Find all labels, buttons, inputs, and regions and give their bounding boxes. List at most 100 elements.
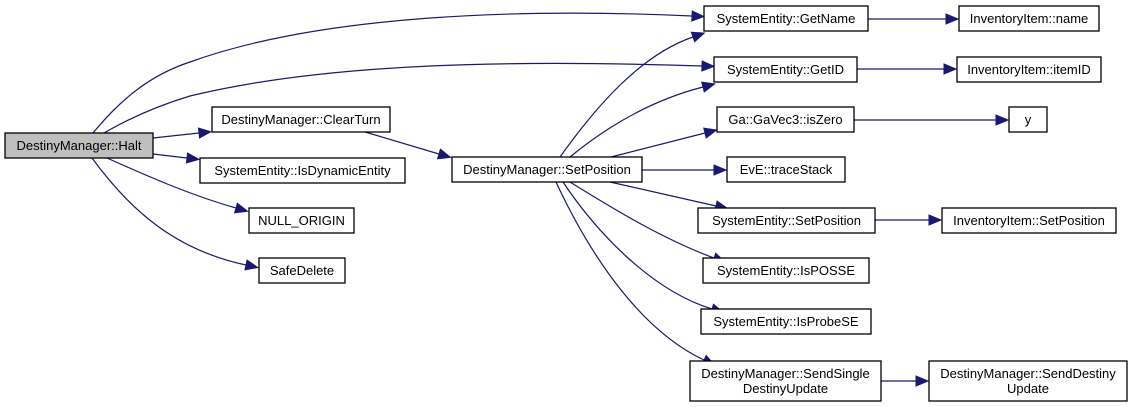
node-box[interactable] <box>928 360 1128 402</box>
edge-line <box>364 131 440 155</box>
arrowhead <box>995 114 1010 126</box>
arrowhead <box>943 63 958 75</box>
arrowhead <box>691 10 706 22</box>
node-box[interactable] <box>1008 106 1048 133</box>
node-box[interactable] <box>248 207 355 234</box>
edge-se_setposition-to-ii_setposition <box>875 214 943 226</box>
edge-line <box>569 86 704 158</box>
node-iszero[interactable]: Ga::GaVec3::isZero <box>716 106 855 133</box>
node-label: DestinyManager::Halt <box>17 138 142 153</box>
node-safedelete[interactable]: SafeDelete <box>258 257 346 284</box>
edge-iszero-to-y <box>854 114 1010 126</box>
node-label: SystemEntity::GetID <box>727 62 844 77</box>
arrowhead <box>928 214 943 226</box>
edge-line <box>609 181 717 207</box>
node-label: DestinyUpdate <box>743 381 828 396</box>
node-nullorigin[interactable]: NULL_ORIGIN <box>248 207 355 234</box>
node-box[interactable] <box>4 132 154 159</box>
node-isprobese[interactable]: SystemEntity::IsProbeSE <box>700 308 872 335</box>
arrowhead <box>185 152 201 164</box>
node-box[interactable] <box>958 5 1100 32</box>
node-box[interactable] <box>451 156 643 183</box>
node-label: SystemEntity::IsPOSSE <box>717 263 855 278</box>
node-isdynamic[interactable]: SystemEntity::IsDynamicEntity <box>199 157 406 184</box>
node-label: SystemEntity::IsProbeSE <box>713 314 859 329</box>
edge-line <box>106 157 237 209</box>
node-box[interactable] <box>716 106 855 133</box>
arrowhead <box>244 259 260 271</box>
node-label: InventoryItem::name <box>970 11 1089 26</box>
node-label: NULL_ORIGIN <box>258 213 345 228</box>
edge-line <box>152 132 200 139</box>
node-label: InventoryItem::itemID <box>967 62 1091 77</box>
edge-line <box>562 181 713 310</box>
node-box[interactable] <box>700 308 872 335</box>
edge-line <box>103 62 703 134</box>
node-y[interactable]: y <box>1008 106 1048 133</box>
node-label: SystemEntity::SetPosition <box>712 213 861 228</box>
node-tracestack[interactable]: EvE::traceStack <box>726 156 846 183</box>
node-setposition[interactable]: DestinyManager::SetPosition <box>451 156 643 183</box>
arrowhead <box>713 164 728 176</box>
node-box[interactable] <box>258 257 346 284</box>
edge-line <box>92 12 693 134</box>
node-label: DestinyManager::SendDestiny <box>940 366 1116 381</box>
node-label: DestinyManager::SendSingle <box>701 366 869 381</box>
edge-setposition-to-iszero <box>610 127 718 158</box>
edge-line <box>91 157 247 266</box>
node-box[interactable] <box>703 5 869 32</box>
node-box[interactable] <box>689 360 882 402</box>
edge-line <box>569 181 715 259</box>
node-label: y <box>1025 112 1032 127</box>
edge-line <box>152 153 188 159</box>
edge-halt-to-getid <box>103 60 716 134</box>
edge-halt-to-nullorigin <box>106 157 249 214</box>
edge-setposition-to-getid <box>569 81 716 158</box>
edge-getid-to-itemid <box>857 63 958 75</box>
node-label: Ga::GaVec3::isZero <box>728 112 842 127</box>
node-label: InventoryItem::SetPosition <box>953 213 1105 228</box>
node-box[interactable] <box>702 257 870 284</box>
arrowhead <box>945 13 960 25</box>
node-box[interactable] <box>211 106 391 133</box>
node-box[interactable] <box>726 156 846 183</box>
edge-clearturn-to-setposition <box>364 131 452 160</box>
arrowhead <box>197 127 213 139</box>
edge-setposition-to-se_setposition <box>609 181 729 212</box>
node-halt[interactable]: DestinyManager::Halt <box>4 132 154 159</box>
arrowhead <box>701 60 716 72</box>
node-box[interactable] <box>941 207 1117 234</box>
node-itemid[interactable]: InventoryItem::itemID <box>956 56 1102 83</box>
node-name[interactable]: InventoryItem::name <box>958 5 1100 32</box>
edge-line <box>610 132 706 158</box>
node-clearturn[interactable]: DestinyManager::ClearTurn <box>211 106 391 133</box>
node-box[interactable] <box>713 56 858 83</box>
node-box[interactable] <box>956 56 1102 83</box>
edge-halt-to-isdynamic <box>152 152 201 164</box>
node-label: DestinyManager::SetPosition <box>463 162 631 177</box>
edge-setposition-to-sendsingle <box>555 181 717 366</box>
node-ii_setposition[interactable]: InventoryItem::SetPosition <box>941 207 1117 234</box>
node-label: DestinyManager::ClearTurn <box>221 112 380 127</box>
node-getid[interactable]: SystemEntity::GetID <box>713 56 858 83</box>
arrowhead <box>915 375 930 387</box>
arrowhead <box>436 148 452 160</box>
node-se_setposition[interactable]: SystemEntity::SetPosition <box>697 207 876 234</box>
edge-getname-to-name <box>868 13 960 25</box>
edge-sendsingle-to-senddestiny <box>881 375 930 387</box>
arrowhead <box>690 31 706 43</box>
edge-line <box>555 181 705 361</box>
node-box[interactable] <box>199 157 406 184</box>
node-label: Update <box>1007 381 1049 396</box>
node-isposse[interactable]: SystemEntity::IsPOSSE <box>702 257 870 284</box>
edge-line <box>559 36 694 158</box>
edge-halt-to-clearturn <box>152 127 213 139</box>
node-box[interactable] <box>697 207 876 234</box>
node-getname[interactable]: SystemEntity::GetName <box>703 5 869 32</box>
node-label: SystemEntity::GetName <box>717 11 856 26</box>
edge-setposition-to-tracestack <box>642 164 728 176</box>
arrowhead <box>233 202 249 214</box>
